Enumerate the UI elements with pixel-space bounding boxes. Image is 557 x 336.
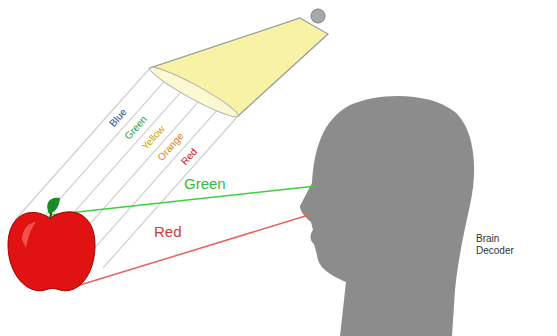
apple-leaf <box>47 198 60 214</box>
lamp-shade <box>150 18 328 116</box>
apple-highlight <box>22 222 36 248</box>
reflection-label: Red <box>154 223 182 240</box>
head-silhouette <box>300 96 474 336</box>
apple <box>8 212 95 291</box>
lamp-cap <box>311 9 325 23</box>
green-reflection <box>50 186 316 215</box>
lamp-opening <box>147 62 241 122</box>
brain-label: Brain Decoder <box>476 233 536 256</box>
reflection-label: Green <box>184 175 226 192</box>
red-reflection <box>80 214 312 285</box>
